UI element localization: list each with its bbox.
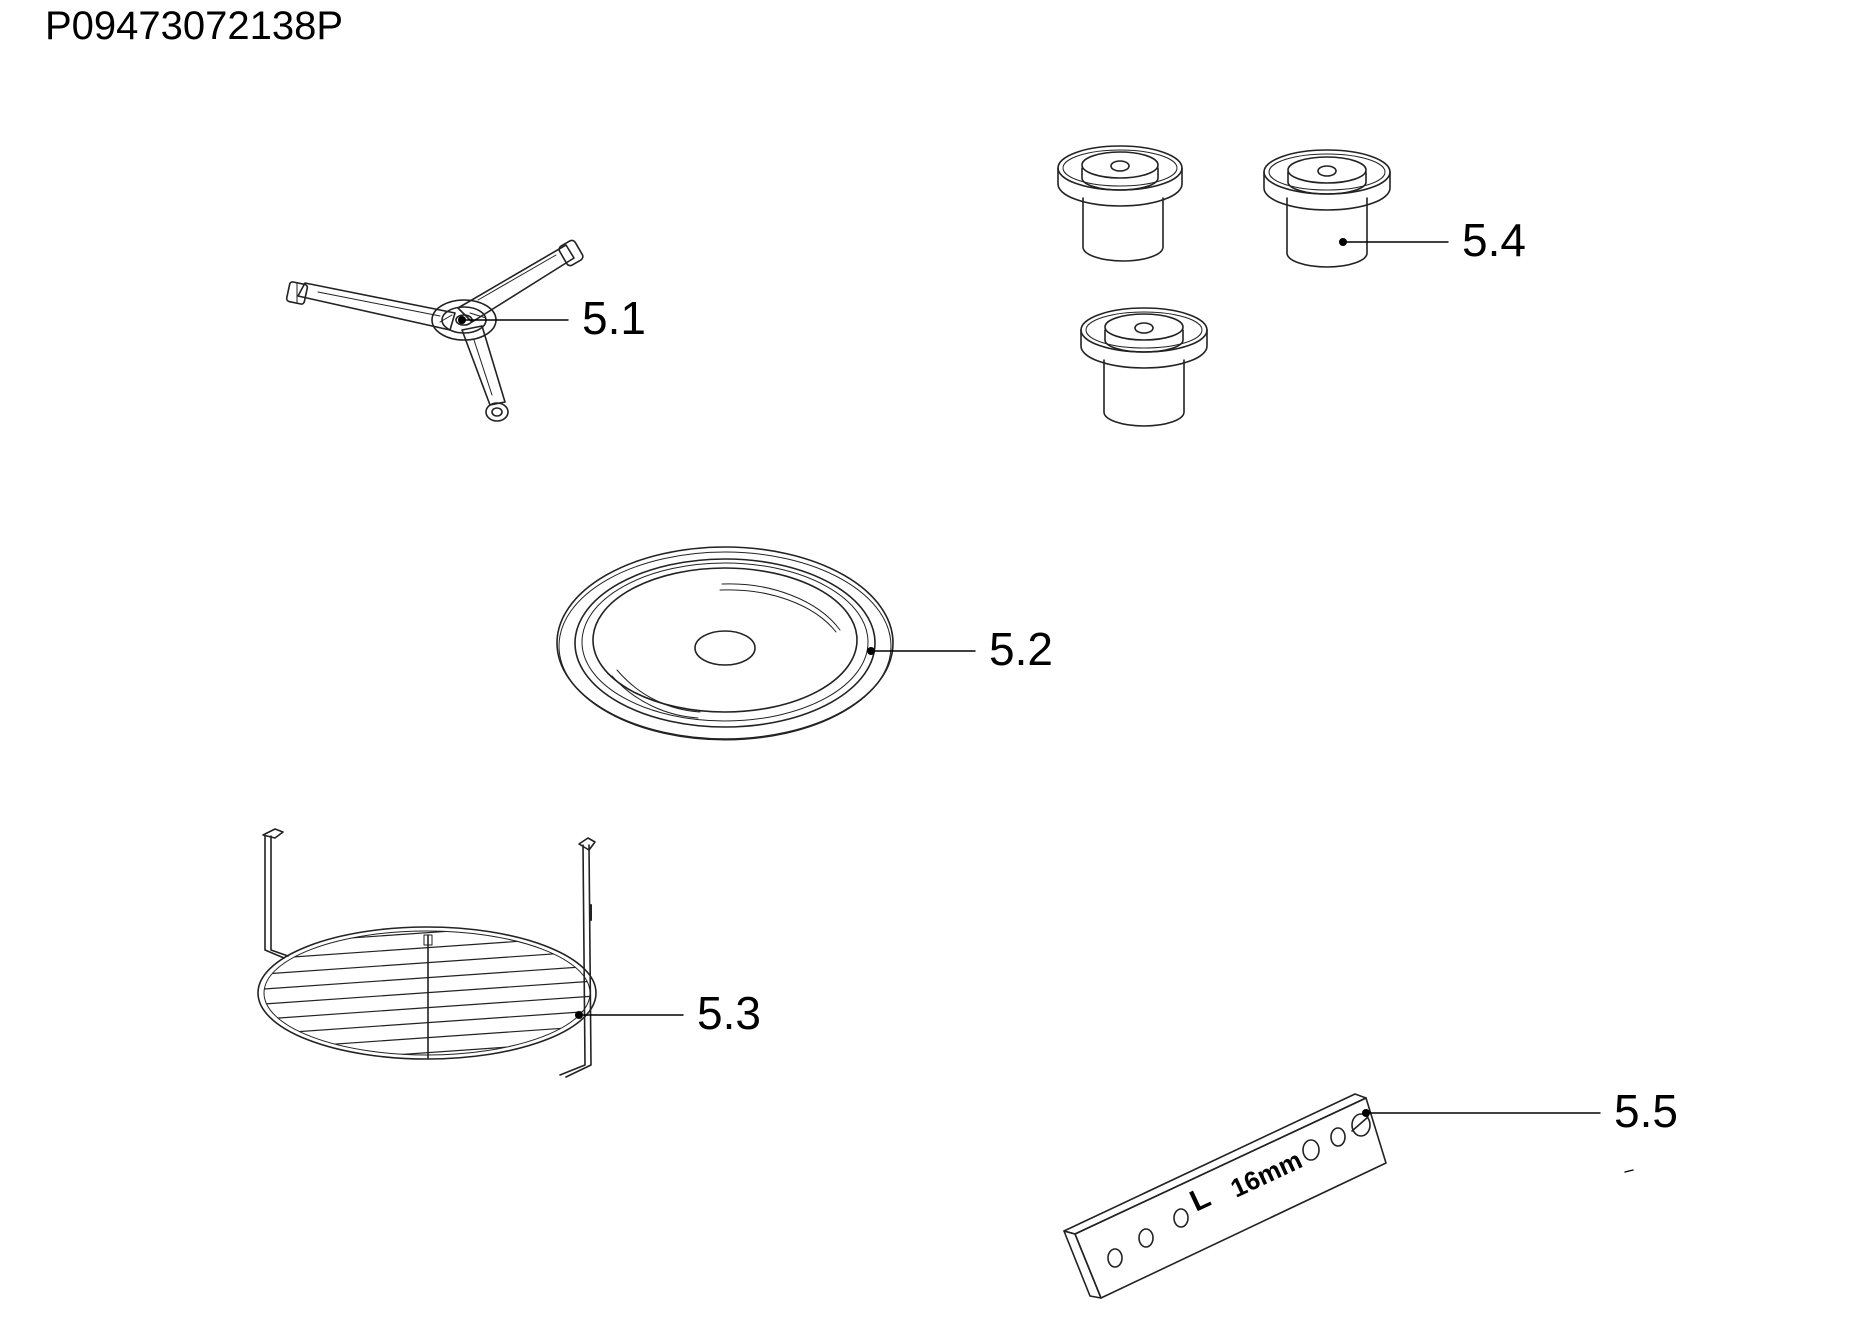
spacer-bar-illustration: L 16mm xyxy=(1063,1093,1387,1299)
mounting-foot xyxy=(1263,149,1391,268)
document-code: P09473072138P xyxy=(45,4,344,48)
grill-rack-label: 5.3 xyxy=(697,987,761,1039)
mounting-feet-illustration xyxy=(1057,145,1391,427)
spacer-bar-label: 5.5 xyxy=(1614,1085,1678,1137)
mounting-foot xyxy=(1057,145,1183,262)
glass-turntable-illustration xyxy=(556,546,894,741)
spacer-bar-size: 16mm xyxy=(1226,1144,1307,1203)
spacer-bar-letter: L xyxy=(1185,1181,1216,1219)
roller-support-illustration xyxy=(285,239,584,422)
mounting-foot xyxy=(1080,307,1208,427)
grill-rack-illustration xyxy=(257,828,597,1078)
stray-mark xyxy=(1624,1169,1634,1173)
mounting-feet-label: 5.4 xyxy=(1462,214,1526,266)
roller-support-label: 5.1 xyxy=(582,292,646,344)
glass-turntable-label: 5.2 xyxy=(989,623,1053,675)
